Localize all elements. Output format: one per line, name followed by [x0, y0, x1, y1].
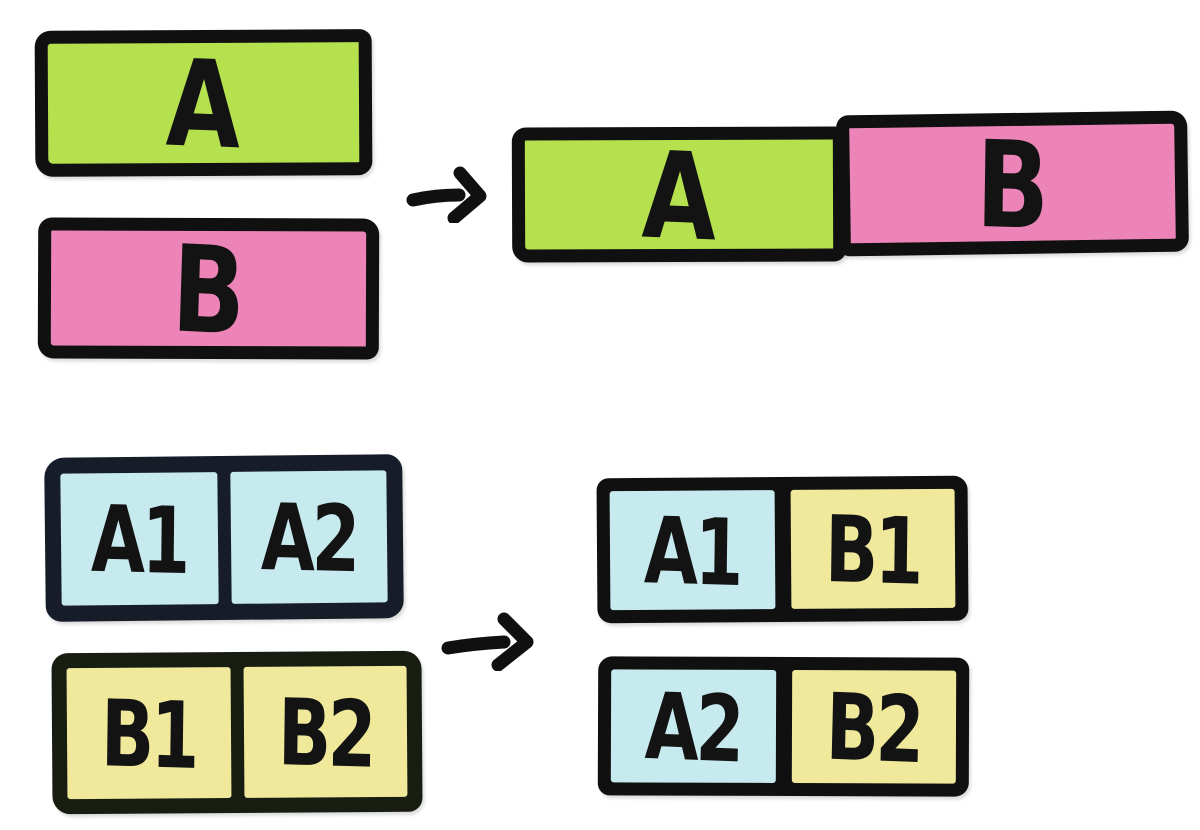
zip-input-b-cell-1: B1 [66, 667, 231, 800]
zip-input-a-cell-1-label: A1 [90, 485, 188, 596]
concat-input-a-label: A [164, 34, 243, 177]
zip-input-b-cell-1-label: B1 [100, 679, 197, 790]
zip-result-row-2: A2 B2 [597, 656, 970, 797]
concat-input-b-label: B [169, 219, 248, 363]
zip-result-row-1: A1 B1 [596, 475, 969, 624]
zip-result-2-cell-a: A2 [610, 669, 776, 783]
zip-input-a-box: A1 A2 [44, 454, 404, 622]
zip-result-1-cell-b-label: B1 [824, 495, 921, 606]
arrow-right-icon [438, 596, 543, 671]
concat-input-a-box: A [34, 29, 373, 177]
zip-input-a-cell-1: A1 [60, 472, 219, 606]
concat-result-cell-b: B [836, 110, 1189, 257]
concat-result-cell-b-label: B [974, 115, 1051, 257]
zip-result-2-cell-b-label: B2 [825, 673, 923, 784]
concat-result-cell-a-label: A [640, 126, 718, 268]
zip-result-2-cell-a-label: A2 [644, 672, 743, 783]
zip-result-1-cell-a: A1 [609, 490, 775, 611]
zip-result-1-cell-a-label: A1 [643, 496, 741, 607]
zip-result-1-cell-b: B1 [790, 488, 956, 609]
concat-input-b-box: B [37, 217, 380, 363]
zip-result-2-cell-b: B2 [791, 670, 957, 784]
zip-input-b-box: B1 B2 [51, 650, 423, 815]
zip-input-a-cell-2: A2 [229, 470, 388, 604]
zip-input-b-cell-2: B2 [243, 665, 408, 798]
zip-input-b-cell-2-label: B2 [277, 678, 374, 789]
concat-result-cell-a: A [511, 126, 847, 268]
zip-input-a-cell-2-label: A2 [260, 483, 358, 594]
arrow-right-icon [403, 153, 498, 223]
